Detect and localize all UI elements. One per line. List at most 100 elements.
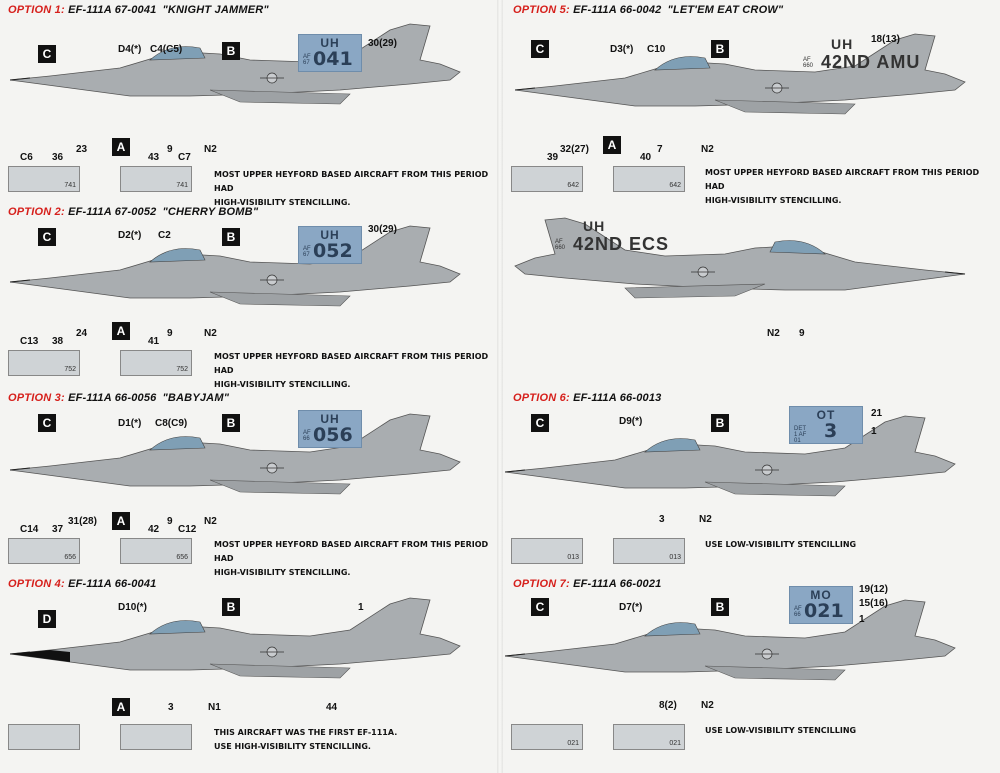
ref-label: 38: [52, 336, 64, 347]
option-3-title: OPTION 3: EF-111A 66-0056"BABYJAM": [8, 392, 230, 404]
stencil-inset: 021: [613, 724, 685, 750]
ref-label: N2: [204, 328, 217, 339]
ref-label: 9: [167, 328, 173, 339]
ref-label: C13: [20, 336, 39, 347]
ref-label: N1: [208, 702, 221, 713]
option-1-title: OPTION 1: EF-111A 67-0041"KNIGHT JAMMER": [8, 4, 269, 16]
ref-label: N2: [767, 328, 780, 339]
option-2-title: OPTION 2: EF-111A 67-0052"CHERRY BOMB": [8, 206, 259, 218]
ref-label: C10: [647, 44, 666, 55]
option-6-title: OPTION 6: EF-111A 66-0013: [513, 392, 662, 404]
option-5-panel: OPTION 5: EF-111A 66-0042"LET'EM EAT CRO…: [505, 0, 995, 205]
ref-label: 36: [52, 152, 64, 163]
ref-label: C7: [178, 152, 191, 163]
ref-label: 39: [547, 152, 559, 163]
stencil-key-c: C: [38, 414, 56, 432]
stencil-key-b: B: [711, 40, 729, 58]
stencil-key-a: A: [112, 322, 130, 340]
ref-label: 9: [167, 516, 173, 527]
stencil-key-b: B: [222, 598, 240, 616]
stencil-inset: 013: [511, 538, 583, 564]
ref-label: 19(12): [859, 584, 888, 595]
stencil-key-a: A: [112, 512, 130, 530]
ref-label: 41: [148, 336, 160, 347]
ref-label: D9(*): [619, 416, 643, 427]
ref-label: 8(2): [659, 700, 677, 711]
ref-label: D2(*): [118, 230, 142, 241]
stencil-key-c: C: [531, 414, 549, 432]
ref-label: C8(C9): [155, 418, 188, 429]
stencil-inset: 656: [8, 538, 80, 564]
stencil-key-a: A: [603, 136, 621, 154]
stencil-note: MOST UPPER HEYFORD BASED AIRCRAFT FROM T…: [705, 168, 980, 205]
jet-profile-6: [505, 415, 956, 497]
ref-label: 43: [148, 152, 160, 163]
stencil-key-b: B: [222, 414, 240, 432]
ref-label: 1: [871, 426, 877, 437]
option-4-title: OPTION 4: EF-111A 66-0041: [8, 578, 157, 590]
option-1-panel: OPTION 1: EF-111A 67-0041"KNIGHT JAMMER"…: [0, 0, 490, 207]
ref-label: 24: [76, 328, 88, 339]
stencil-inset: 642: [511, 166, 583, 192]
ref-label: 9: [167, 144, 173, 155]
ref-label: N2: [204, 516, 217, 527]
stencil-key-b: B: [222, 42, 240, 60]
ref-label: 9: [799, 328, 805, 339]
ref-label: C2: [158, 230, 171, 241]
ref-label: 21: [871, 408, 883, 419]
ref-label: 37: [52, 524, 64, 535]
code-plate-3: UH AF 66 056: [298, 410, 362, 448]
ref-label: C12: [178, 524, 197, 535]
ref-label: 30(29): [368, 38, 397, 49]
code-plate-7: MO AF 66 021: [789, 586, 853, 624]
ref-label: 1: [859, 614, 865, 625]
stencil-key-b: B: [222, 228, 240, 246]
ref-label: 1: [358, 602, 364, 613]
stencil-note: THIS AIRCRAFT WAS THE FIRST EF-111A.USE …: [214, 728, 398, 751]
stencil-key-c: C: [531, 40, 549, 58]
stencil-inset: 656: [120, 538, 192, 564]
stencil-key-a: A: [112, 698, 130, 716]
ref-label: 7: [657, 144, 663, 155]
ref-label: 40: [640, 152, 652, 163]
ref-label: C4(C5): [150, 44, 183, 55]
ref-label: N2: [204, 144, 217, 155]
code-plate-2: UH AF 67 052: [298, 226, 362, 264]
option-7-title: OPTION 7: EF-111A 66-0021: [513, 578, 662, 590]
stencil-note: USE LOW-VISIBILITY STENCILLING: [705, 540, 857, 549]
option-5-title: OPTION 5: EF-111A 66-0042"LET'EM EAT CRO…: [513, 4, 784, 16]
ref-label: N2: [701, 700, 714, 711]
jet-profile-4: [10, 597, 461, 679]
stencil-inset: 642: [613, 166, 685, 192]
code-plate-1: UH AF 67 041: [298, 34, 362, 72]
ref-label: C6: [20, 152, 33, 163]
option-6-panel: OPTION 6: EF-111A 66-0013 C B OT DET 1 A…: [505, 388, 995, 578]
stencil-inset: 013: [613, 538, 685, 564]
ref-label: D10(*): [118, 602, 147, 613]
stencil-key-b: B: [711, 414, 729, 432]
stencil-inset: 752: [120, 350, 192, 376]
jet-profile-2: [10, 225, 461, 307]
option-3-panel: OPTION 3: EF-111A 66-0056"BABYJAM" C B A…: [0, 388, 490, 578]
ref-label: 15(16): [859, 598, 888, 609]
jet-profile-7: [505, 599, 956, 681]
stencil-note: MOST UPPER HEYFORD BASED AIRCRAFT FROM T…: [214, 540, 489, 577]
stencil-key-c: C: [531, 598, 549, 616]
option-2-panel: OPTION 2: EF-111A 67-0052"CHERRY BOMB" C…: [0, 202, 490, 392]
ref-label: D1(*): [118, 418, 142, 429]
stencil-inset: [120, 724, 192, 750]
ref-label: 3: [659, 514, 665, 525]
page-spine: [497, 0, 503, 773]
ref-label: N2: [699, 514, 712, 525]
stencil-key-c: C: [38, 228, 56, 246]
ref-label: D4(*): [118, 44, 142, 55]
ref-label: N2: [701, 144, 714, 155]
stencil-inset: 021: [511, 724, 583, 750]
stencil-inset: 741: [120, 166, 192, 192]
ref-label: 31(28): [68, 516, 97, 527]
stencil-key-a: A: [112, 138, 130, 156]
ref-label: 44: [326, 702, 338, 713]
